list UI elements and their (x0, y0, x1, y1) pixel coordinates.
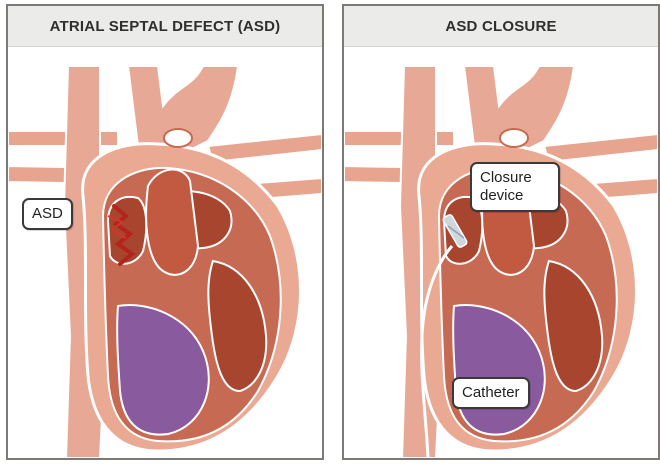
pulmonary-artery (146, 170, 198, 275)
closure-device-label-line1: Closure (480, 169, 550, 187)
aortic-opening (164, 129, 192, 147)
catheter-callout: Catheter (452, 377, 530, 409)
heart-asd-illustration (8, 46, 322, 458)
asd-callout: ASD (22, 198, 73, 230)
closure-device-label-line2: device (480, 187, 550, 205)
closure-device-callout: Closure device (470, 162, 560, 212)
asd-panel: ATRIAL SEPTAL DEFECT (ASD) (6, 4, 324, 460)
panel-title-closure: ASD CLOSURE (344, 6, 658, 47)
aortic-opening (500, 129, 528, 147)
panel-title-asd: ATRIAL SEPTAL DEFECT (ASD) (8, 6, 322, 47)
